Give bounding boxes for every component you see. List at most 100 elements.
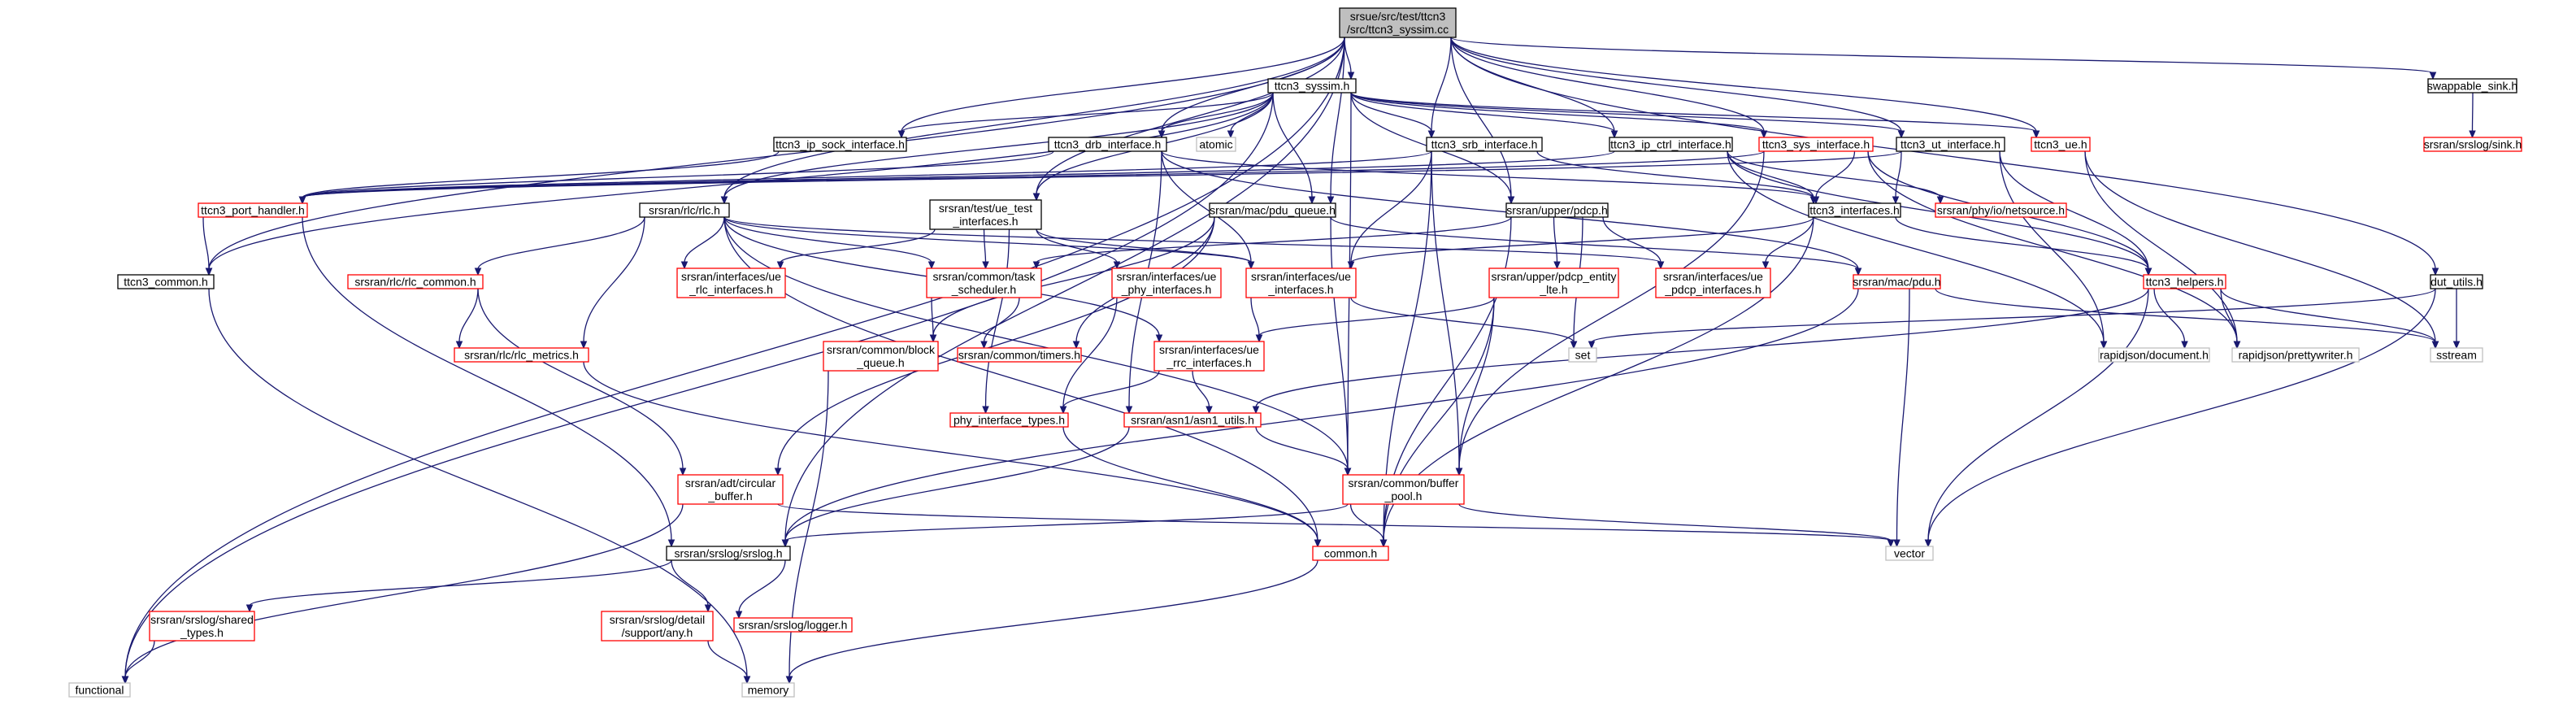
edge-root-to-rlc xyxy=(723,37,1345,198)
node-shared-types[interactable]: srsran/srslog/shared_types.h xyxy=(149,611,255,642)
node-ut-if[interactable]: ttcn3_ut_interface.h xyxy=(1896,137,2005,152)
node-ttcn3-ue[interactable]: ttcn3_ue.h xyxy=(2031,137,2091,152)
node-label: rapidjson/prettywriter.h xyxy=(2239,349,2353,362)
node-label: rapidjson/document.h xyxy=(2100,349,2209,362)
node-ttcn3-ifs[interactable]: ttcn3_interfaces.h xyxy=(1808,202,1901,218)
node-box xyxy=(1245,268,1357,298)
node-port-handler[interactable]: ttcn3_port_handler.h xyxy=(198,202,308,218)
arrowhead-ut_if-to-ttcn3_ifs xyxy=(1892,196,1900,205)
node-box xyxy=(2231,347,2360,363)
node-label: _lte.h xyxy=(1539,283,1567,296)
node-syssim-h[interactable]: ttcn3_syssim.h xyxy=(1267,78,1357,94)
node-functional: functional xyxy=(68,682,131,698)
node-detail-any[interactable]: srsran/srslog/detail/support/any.h xyxy=(601,611,714,642)
node-pdcp[interactable]: srsran/upper/pdcp.h xyxy=(1505,202,1609,218)
node-sys-if[interactable]: ttcn3_sys_interface.h xyxy=(1758,137,1874,152)
node-box xyxy=(1853,274,1941,289)
edge-root-to-ip_sock xyxy=(901,37,1345,133)
arrowhead-port_handler-to-ttcn3_common xyxy=(205,268,213,276)
node-timers[interactable]: srsran/common/timers.h xyxy=(957,347,1082,363)
arrowhead-helpers-to-asn1_utils xyxy=(1252,406,1260,415)
node-buffer-pool[interactable]: srsran/common/buffer_pool.h xyxy=(1342,474,1465,505)
node-label: srsran/rlc/rlc.h xyxy=(649,204,720,217)
node-srslog[interactable]: srsran/srslog/srslog.h xyxy=(666,546,791,561)
node-ue-test-if[interactable]: srsran/test/ue_test_interfaces.h xyxy=(929,199,1042,230)
node-label: phy_interface_types.h xyxy=(954,414,1065,427)
node-rrc-ifs[interactable]: srsran/interfaces/ue_rrc_interfaces.h xyxy=(1153,341,1265,372)
node-circ-buf[interactable]: srsran/adt/circular_buffer.h xyxy=(677,474,784,505)
node-ue-ifs[interactable]: srsran/interfaces/ue_interfaces.h xyxy=(1245,268,1357,298)
edge-task_sched-to-block_queue xyxy=(931,297,934,337)
node-mac-pdu[interactable]: srsran/mac/pdu.h xyxy=(1853,274,1941,289)
node-pdcp-entity[interactable]: srsran/upper/pdcp_entity_lte.h xyxy=(1488,268,1619,298)
node-logger[interactable]: srsran/srslog/logger.h xyxy=(733,617,853,633)
node-label: ttcn3_common.h xyxy=(124,276,208,289)
edge-syssim_h-to-functional xyxy=(124,92,1274,678)
edge-port_handler-to-srslog xyxy=(302,216,672,542)
edge-asn1_utils-to-srslog xyxy=(784,426,1130,542)
node-label: ttcn3_drb_interface.h xyxy=(1054,138,1162,151)
node-rlc-ifs[interactable]: srsran/interfaces/ue_rlc_interfaces.h xyxy=(676,268,786,298)
node-label: srsran/interfaces/ue xyxy=(1159,343,1259,356)
edge-syssim_h-to-pdu_queue xyxy=(1272,92,1313,198)
node-label: memory xyxy=(748,684,789,697)
node-rlc-metrics[interactable]: srsran/rlc/rlc_metrics.h xyxy=(454,347,589,363)
edge-helpers-to-sstream xyxy=(2220,288,2436,343)
node-box xyxy=(198,202,308,218)
node-rlc[interactable]: srsran/rlc/rlc.h xyxy=(639,202,730,218)
edge-rlc-to-common xyxy=(723,216,1318,542)
node-common[interactable]: common.h xyxy=(1312,546,1389,561)
node-label: ttcn3_port_handler.h xyxy=(201,204,305,217)
node-box xyxy=(1196,137,1236,152)
arrowhead-ue_test_if-to-phy_ifs xyxy=(1113,261,1121,270)
node-phy-ifs[interactable]: srsran/interfaces/ue_phy_interfaces.h xyxy=(1111,268,1222,298)
node-label: srsran/common/task xyxy=(932,270,1036,283)
node-ip-sock[interactable]: ttcn3_ip_sock_interface.h xyxy=(773,137,907,152)
edge-ue_ifs-to-rrc_ifs xyxy=(1250,297,1260,337)
node-rlc-common[interactable]: srsran/rlc/rlc_common.h xyxy=(347,274,484,289)
node-asn1-utils[interactable]: srsran/asn1/asn1_utils.h xyxy=(1123,412,1262,428)
edge-rlc-to-rlc_ifs xyxy=(684,216,725,263)
arrowhead-pdu_queue-to-circ_buf xyxy=(774,468,782,476)
node-block-queue[interactable]: srsran/common/block_queue.h xyxy=(823,341,939,372)
node-label: srsran/interfaces/ue xyxy=(681,270,781,283)
node-rj-pw: rapidjson/prettywriter.h xyxy=(2231,347,2360,363)
arrowhead-helpers-to-rj_pw xyxy=(2233,341,2241,350)
arrowhead-root-to-dut_utils xyxy=(2431,268,2439,276)
node-pdcp-ifs[interactable]: srsran/interfaces/ue_pdcp_interfaces.h xyxy=(1655,268,1771,298)
edge-rrc_ifs-to-phy_types xyxy=(1062,370,1160,408)
node-ip-ctrl[interactable]: ttcn3_ip_ctrl_interface.h xyxy=(1609,137,1733,152)
arrowhead-ip_ctrl-to-netsource xyxy=(1936,196,1944,205)
edge-ue_test_if-to-phy_ifs xyxy=(1036,228,1118,263)
arrowhead-ue_test_if-to-ue_ifs xyxy=(1247,261,1255,270)
node-box xyxy=(639,202,730,218)
arrowhead-syssim_h-to-ttcn3_ue xyxy=(2032,130,2040,139)
node-pdu-queue[interactable]: srsran/mac/pdu_queue.h xyxy=(1209,202,1336,218)
node-ttcn3-common[interactable]: ttcn3_common.h xyxy=(117,274,215,289)
node-label: srsran/test/ue_test xyxy=(939,202,1032,215)
node-swappable-sink[interactable]: swappable_sink.h xyxy=(2427,78,2517,94)
edge-pdcp-to-pdcp_ifs xyxy=(1602,216,1662,263)
node-dut-utils[interactable]: dut_utils.h xyxy=(2430,274,2483,289)
node-helpers[interactable]: ttcn3_helpers.h xyxy=(2143,274,2226,289)
node-box xyxy=(926,268,1042,298)
edge-pdcp-to-task_sched xyxy=(1036,216,1512,263)
node-box xyxy=(1505,202,1609,218)
node-drb[interactable]: ttcn3_drb_interface.h xyxy=(1048,137,1167,152)
arrowhead-syssim_h-to-ip_ctrl xyxy=(1610,130,1618,139)
arrowhead-pdcp_entity-to-buffer_pool xyxy=(1455,468,1463,476)
node-netsource[interactable]: srsran/phy/io/netsource.h xyxy=(1935,202,2067,218)
edge-pdu_queue-to-circ_buf xyxy=(777,216,1215,470)
node-root[interactable]: srsue/src/test/ttcn3/src/ttcn3_syssim.cc xyxy=(1339,7,1457,38)
node-srb[interactable]: ttcn3_srb_interface.h xyxy=(1426,137,1543,152)
node-phy-types[interactable]: phy_interface_types.h xyxy=(949,412,1069,428)
node-task-sched[interactable]: srsran/common/task_scheduler.h xyxy=(926,268,1042,298)
node-srslog-sink[interactable]: srsran/srslog/sink.h xyxy=(2423,137,2522,152)
arrowhead-rlc_common-to-circ_buf xyxy=(679,468,687,476)
edge-mac_pdu-to-srslog xyxy=(784,288,1859,542)
edge-srslog-to-logger xyxy=(738,559,786,613)
node-label: srsran/asn1/asn1_utils.h xyxy=(1131,414,1254,427)
edge-root-to-ue_test_if xyxy=(1036,37,1345,195)
arrowhead-buffer_pool-to-vector xyxy=(1887,539,1895,548)
edge-ttcn3_ifs-to-pdcp_ifs xyxy=(1765,216,1814,263)
